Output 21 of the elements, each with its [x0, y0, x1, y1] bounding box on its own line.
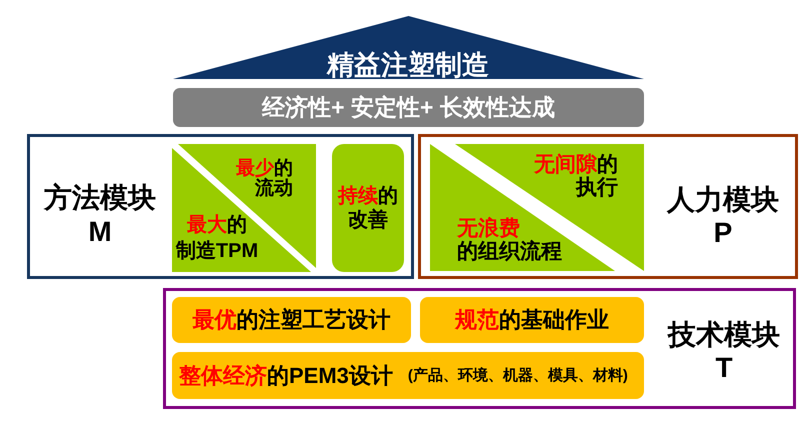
roof-triangle [173, 16, 644, 79]
module-title: 技术模块T [668, 318, 780, 384]
module-title: 人力模块P [667, 183, 779, 249]
topic-tile: 规范的基础作业 [420, 297, 644, 343]
banner-bar: 经济性+ 安定性+ 长效性达成 [173, 88, 644, 127]
roof-title: 精益注塑制造 [327, 49, 489, 81]
panel-text: 最少的流动 [236, 159, 293, 199]
tile-text: 整体经济的PEM3设计 [179, 362, 393, 390]
module-frame [27, 134, 414, 279]
topic-tile [172, 352, 644, 399]
panel-text: 最大的制造TPM [176, 213, 258, 264]
module-title: 方法模块M [44, 181, 156, 249]
rounded-panel: 持续的改善 [332, 144, 404, 272]
module-frame [163, 288, 796, 409]
split-panel [172, 144, 316, 272]
panel-text: 无浪费的组织流程 [457, 217, 562, 263]
topic-tile: 最优的注塑工艺设计 [172, 297, 411, 343]
panel-text: 无间隙的执行 [534, 153, 618, 199]
tile-note: (产品、环境、机器、模具、材料) [408, 366, 628, 385]
module-frame [418, 134, 798, 279]
split-panel [430, 144, 644, 271]
